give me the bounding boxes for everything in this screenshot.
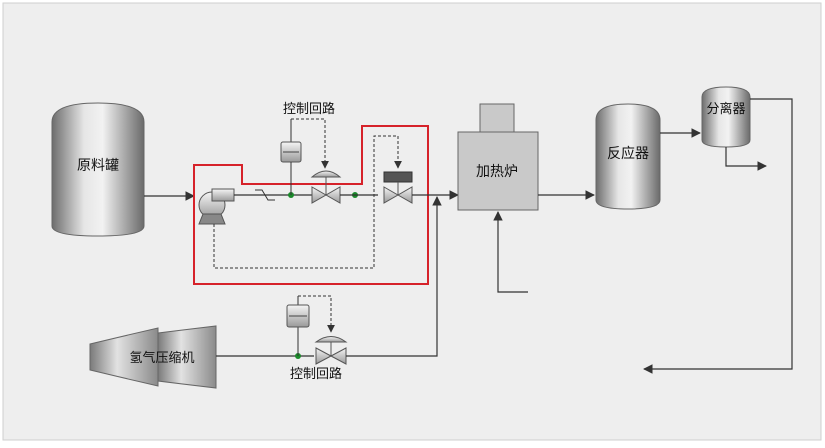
dashed-feedback-loop xyxy=(213,135,402,269)
separator-label: 分离器 xyxy=(706,101,745,117)
hydrogen-to-main-line xyxy=(346,196,442,357)
reactor-label: 反应器 xyxy=(607,145,649,162)
control-loop-label-top: 控制回路 xyxy=(283,101,335,117)
controller-icon-bottom xyxy=(286,304,310,328)
compressor-label: 氢气压缩机 xyxy=(129,350,194,366)
recycle-line xyxy=(643,98,793,374)
heater: 加热炉 xyxy=(457,103,539,211)
control-dashed-line-top xyxy=(291,118,329,169)
raw-tank-label: 原料罐 xyxy=(77,158,119,174)
reactor: 反应器 xyxy=(595,103,661,210)
separator-bottom-outlet xyxy=(725,147,767,171)
heater-label: 加热炉 xyxy=(476,164,518,180)
pump-icon xyxy=(198,188,235,225)
separator: 分离器 xyxy=(701,86,751,148)
raw-material-tank: 原料罐 xyxy=(51,102,145,237)
control-valve-icon-2 xyxy=(383,171,413,204)
hydrogen-compressor: 氢气压缩机 xyxy=(89,325,217,389)
controller-icon-top xyxy=(280,141,302,163)
control-valve-icon-3 xyxy=(314,336,348,365)
heater-inlet-bottom xyxy=(493,211,528,293)
control-dashed-line-bottom xyxy=(298,295,335,333)
control-loop-label-bottom: 控制回路 xyxy=(290,366,342,382)
check-valve-icon xyxy=(255,189,275,201)
control-valve-icon-1 xyxy=(310,170,342,204)
highlight-loop-red xyxy=(193,125,429,285)
